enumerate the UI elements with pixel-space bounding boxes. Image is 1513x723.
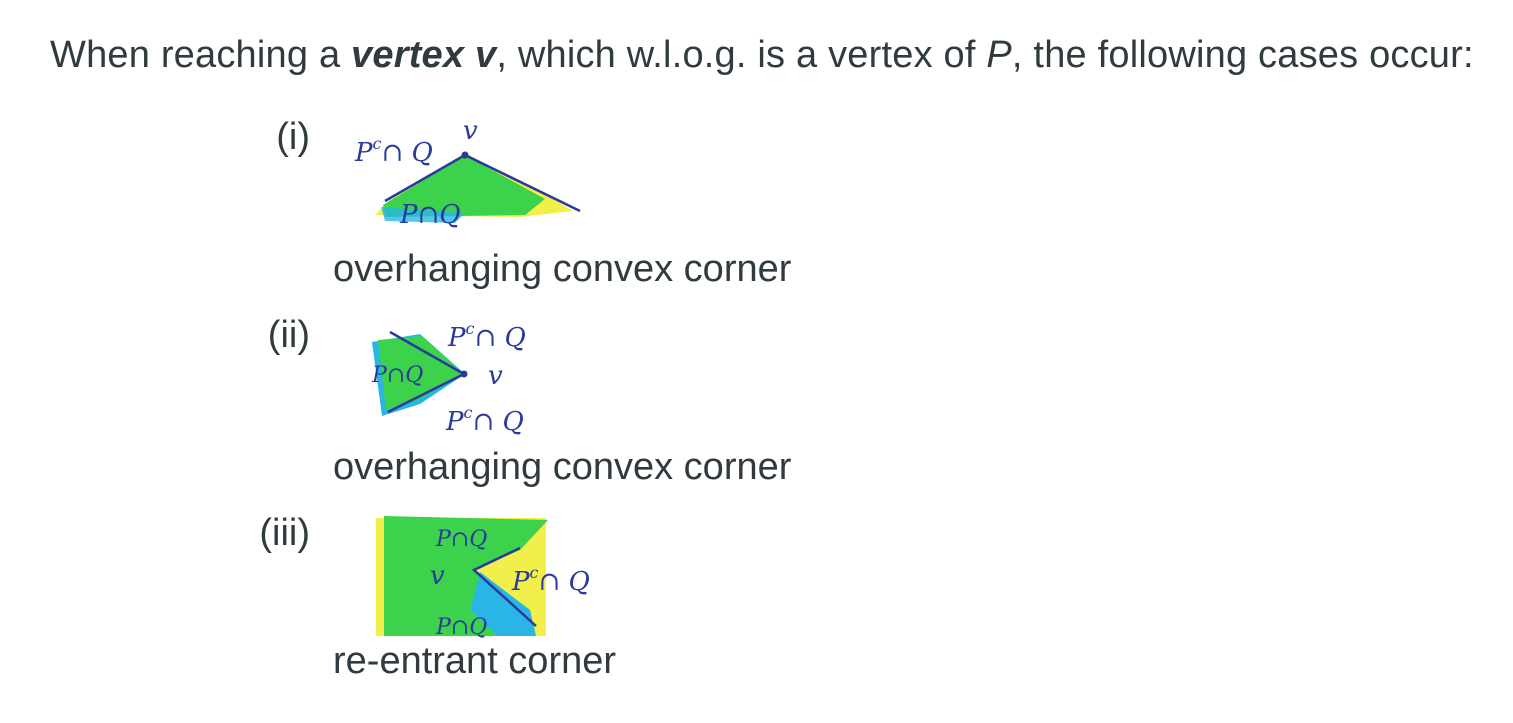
case-1-caption: overhanging convex corner <box>333 248 792 290</box>
case-3-edges <box>471 546 537 627</box>
case-2-label-bottom: Pc∩ Q <box>445 403 524 437</box>
case-2-label-left: P∩Q <box>371 363 423 388</box>
case-3-number: (iii) <box>259 512 310 554</box>
case-3-sketch: P∩Q v Pc∩ Q P∩Q <box>376 516 590 640</box>
case-1-sketch: Pc∩ Q v P∩Q <box>354 116 581 230</box>
intro-suffix: , the following cases occur: <box>1011 34 1474 76</box>
case-2-caption: overhanging convex corner <box>333 446 792 488</box>
case-1-label-top-left: Pc∩ Q <box>354 134 433 168</box>
case-2-vertex-dot <box>460 370 468 378</box>
case-3-label-vertex: v <box>430 561 445 591</box>
intro-middle: , which w.l.o.g. is a vertex of <box>496 34 987 76</box>
case-3-label-right: Pc∩ Q <box>511 563 590 597</box>
case-2-number: (ii) <box>267 314 310 356</box>
intro-prefix: When reaching a <box>50 34 352 76</box>
case-3-highlight <box>376 516 548 636</box>
case-3-label-top: P∩Q <box>435 527 487 552</box>
case-3-label-bottom: P∩Q <box>435 615 487 640</box>
case-1-label-vertex: v <box>463 116 478 146</box>
intro-keyword: vertex v <box>351 34 497 76</box>
intro-sentence: When reaching a vertex v, which w.l.o.g.… <box>50 34 1474 77</box>
case-2-label-top: Pc∩ Q <box>447 319 526 353</box>
case-2-sketch: Pc∩ Q P∩Q v Pc∩ Q <box>371 319 526 437</box>
case-3-caption: re-entrant corner <box>333 640 617 682</box>
case-1-label-bottom: P∩Q <box>399 200 461 230</box>
case-2-highlight <box>372 334 465 416</box>
case-1-vertex-dot <box>461 151 469 159</box>
intro-var-p: P <box>986 34 1012 76</box>
case-2-label-vertex: v <box>488 361 503 391</box>
case-1-highlight <box>375 153 573 223</box>
case-1-number: (i) <box>276 116 310 158</box>
